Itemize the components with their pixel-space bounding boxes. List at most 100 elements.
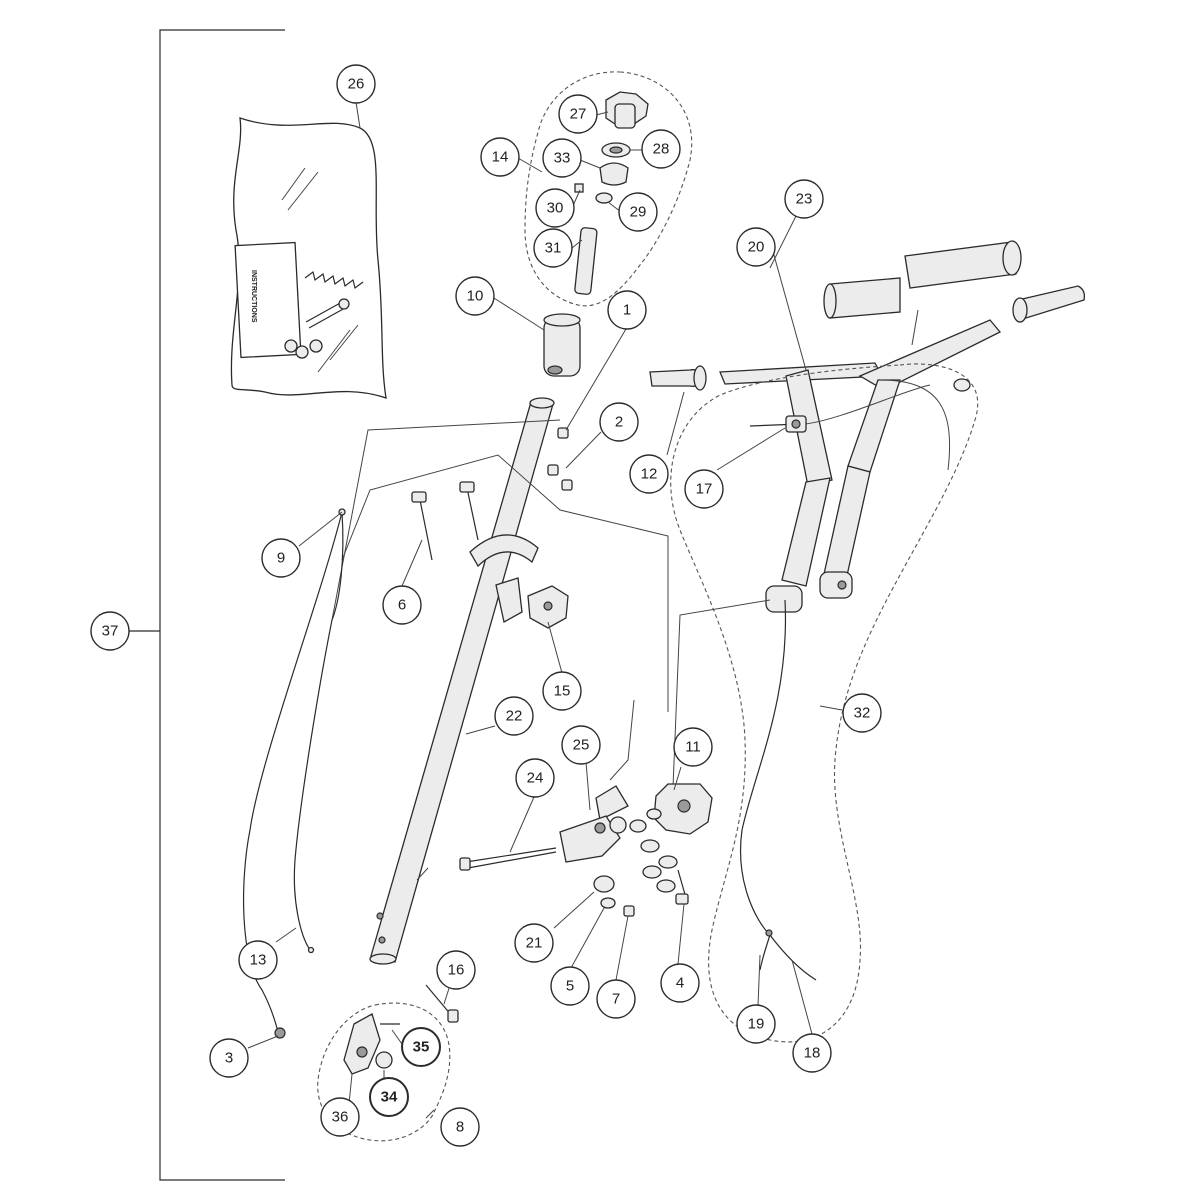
callout-33: 33 (542, 138, 582, 178)
rod-24 (465, 847, 557, 863)
callout-28: 28 (641, 129, 681, 169)
svg-text:16: 16 (448, 962, 465, 979)
svg-text:24: 24 (527, 770, 544, 787)
svg-text:25: 25 (573, 737, 590, 754)
cable-assembly (242, 508, 346, 1039)
callout-15: 15 (542, 671, 582, 711)
bushing-33 (599, 162, 629, 186)
callout-1: 1 (607, 290, 647, 330)
assembly-bracket (129, 29, 285, 1181)
svg-text:20: 20 (748, 239, 765, 256)
svg-text:4: 4 (676, 975, 684, 992)
callout-14: 14 (480, 137, 520, 177)
svg-text:3: 3 (225, 1050, 233, 1067)
washer-part (284, 339, 298, 353)
callout-12: 12 (629, 454, 669, 494)
callout-30: 30 (535, 188, 575, 228)
callout-7: 7 (596, 979, 636, 1019)
screw-4 (677, 869, 687, 899)
callout-21: 21 (514, 923, 554, 963)
callout-13: 13 (238, 940, 278, 980)
callout-17: 17 (684, 469, 724, 509)
nut-part (295, 345, 309, 359)
callout-5: 5 (550, 966, 590, 1006)
nut-7 (623, 905, 635, 917)
svg-text:17: 17 (696, 481, 713, 498)
callout-3: 3 (209, 1038, 249, 1078)
callout-36: 36 (320, 1097, 360, 1137)
svg-text:31: 31 (545, 240, 562, 257)
bushing-21 (593, 875, 615, 893)
svg-text:18: 18 (804, 1045, 821, 1062)
pin-31 (574, 227, 598, 295)
svg-text:19: 19 (748, 1016, 765, 1033)
callout-24: 24 (515, 758, 555, 798)
set-screw-30 (574, 183, 584, 193)
callout-11: 11 (673, 727, 713, 767)
kit-outline-8 (317, 1002, 451, 1142)
callout-27: 27 (558, 94, 598, 134)
svg-text:34: 34 (381, 1089, 398, 1106)
callout-23: 23 (784, 179, 824, 219)
grip-23 (823, 240, 1022, 346)
clamp-bracket (469, 534, 539, 623)
small-screws (547, 427, 573, 491)
callout-4: 4 (660, 963, 700, 1003)
callout-34: 34 (369, 1077, 409, 1117)
svg-text:13: 13 (250, 952, 267, 969)
callout-37: 37 (90, 611, 130, 651)
pivot-assembly (459, 783, 713, 917)
svg-text:12: 12 (641, 466, 658, 483)
instructions-text: INSTRUCTIONS (250, 270, 257, 323)
callout-16: 16 (436, 950, 476, 990)
svg-text:33: 33 (554, 150, 571, 167)
svg-text:7: 7 (612, 991, 620, 1008)
svg-text:28: 28 (653, 141, 670, 158)
bolt-part (305, 298, 350, 329)
bottom-kit-parts (343, 984, 459, 1075)
svg-text:26: 26 (348, 76, 365, 93)
callout-32: 32 (842, 693, 882, 733)
callout-9: 9 (261, 538, 301, 578)
svg-text:10: 10 (467, 288, 484, 305)
svg-text:1: 1 (623, 302, 631, 319)
kit-outline-32 (670, 363, 978, 1043)
svg-text:27: 27 (570, 106, 587, 123)
yoke-36 (343, 1013, 381, 1075)
callout-26: 26 (336, 64, 376, 104)
svg-text:36: 36 (332, 1109, 349, 1126)
callout-22: 22 (494, 696, 534, 736)
svg-text:11: 11 (685, 739, 701, 756)
nut-part (309, 339, 323, 353)
svg-text:2: 2 (615, 414, 623, 431)
top-kit-parts (574, 91, 649, 295)
svg-text:35: 35 (413, 1039, 430, 1056)
callout-2: 2 (599, 402, 639, 442)
washer-5 (600, 897, 616, 909)
instruction-kit-sheet: INSTRUCTIONS (230, 117, 387, 399)
svg-text:22: 22 (506, 708, 523, 725)
svg-text:23: 23 (796, 191, 813, 208)
callout-8: 8 (440, 1107, 480, 1147)
spacer-34 (375, 1051, 393, 1069)
svg-text:14: 14 (492, 149, 509, 166)
upper-sleeve (543, 313, 581, 377)
ring-29 (595, 192, 613, 204)
spring-part (304, 270, 364, 290)
svg-text:8: 8 (456, 1119, 464, 1136)
callout-31: 31 (533, 228, 573, 268)
callout-35: 35 (401, 1027, 441, 1067)
bracket-region (331, 419, 669, 712)
svg-text:37: 37 (102, 623, 119, 640)
callout-6: 6 (382, 585, 422, 625)
throttle-lever-17 (749, 415, 807, 433)
cables-18-19 (740, 599, 817, 981)
callout-29: 29 (618, 192, 658, 232)
svg-text:9: 9 (277, 550, 285, 567)
handlebar (649, 285, 1086, 613)
callout-20: 20 (736, 227, 776, 267)
callout-25: 25 (561, 725, 601, 765)
svg-text:6: 6 (398, 597, 406, 614)
svg-text:30: 30 (547, 200, 564, 217)
